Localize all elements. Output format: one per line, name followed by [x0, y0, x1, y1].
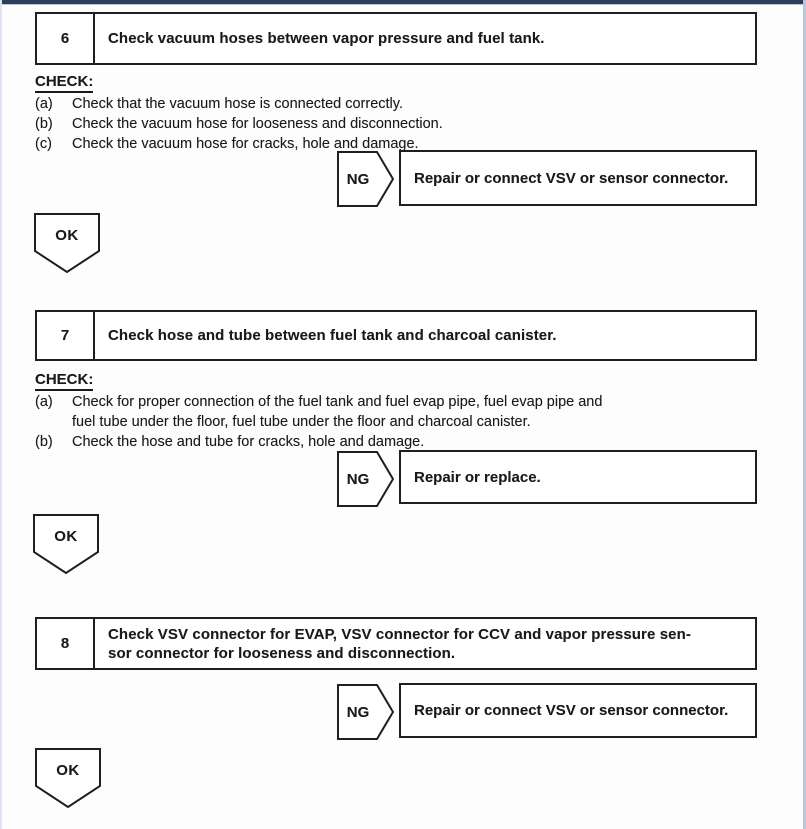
step-7-ng-action-box: Repair or replace. — [399, 450, 757, 504]
step-7-check-item-b: (b) Check the hose and tube for cracks, … — [35, 432, 735, 452]
step-7-check-item-a: (a) Check for proper connection of the f… — [35, 392, 735, 412]
step-7-check-heading: CHECK: — [35, 371, 94, 391]
step-8-title-line-1: Check VSV connector for EVAP, VSV connec… — [108, 625, 691, 643]
ng-pentagon-icon — [337, 684, 394, 740]
item-marker: (a) — [35, 96, 53, 112]
ng-label: NG — [346, 703, 370, 721]
ok-label: OK — [54, 527, 78, 545]
item-marker: (b) — [35, 434, 53, 450]
item-text: Check that the vacuum hose is connected … — [72, 96, 403, 112]
step-8-title: Check VSV connector for EVAP, VSV connec… — [95, 619, 755, 668]
ok-pentagon-icon — [34, 213, 100, 273]
left-edge-strip — [0, 0, 2, 829]
step-6-ng-arrow: NG — [337, 151, 394, 207]
step-8-ng-action-box: Repair or connect VSV or sensor connecto… — [399, 683, 757, 738]
step-7-ok-connector: OK — [33, 514, 99, 574]
item-marker: (a) — [35, 394, 53, 410]
step-6-title: Check vacuum hoses between vapor pressur… — [95, 14, 755, 63]
right-edge-strip — [803, 0, 806, 829]
step-6-check-item-b: (b) Check the vacuum hose for looseness … — [35, 114, 735, 134]
ok-label: OK — [55, 226, 79, 244]
ng-pentagon-icon — [337, 451, 394, 507]
step-8-ng-arrow: NG — [337, 684, 394, 740]
item-text: Check for proper connection of the fuel … — [72, 394, 603, 410]
step-7-header-box: 7 Check hose and tube between fuel tank … — [35, 310, 757, 361]
item-text: fuel tube under the floor, fuel tube und… — [72, 414, 531, 430]
ng-label: NG — [346, 470, 370, 488]
ng-label: NG — [346, 170, 370, 188]
step-7-check-item-a-cont: fuel tube under the floor, fuel tube und… — [35, 412, 735, 432]
step-6-title-line: Check vacuum hoses between vapor pressur… — [108, 30, 545, 47]
step-6-check-item-a: (a) Check that the vacuum hose is connec… — [35, 94, 735, 114]
step-7-ng-arrow: NG — [337, 451, 394, 507]
step-7-title-line: Check hose and tube between fuel tank an… — [108, 327, 557, 344]
item-marker-empty — [35, 412, 72, 432]
step-6-ng-action-box: Repair or connect VSV or sensor connecto… — [399, 150, 757, 206]
step-8-title-line-2: sor connector for looseness and disconne… — [108, 644, 456, 662]
step-8-header-box: 8 Check VSV connector for EVAP, VSV conn… — [35, 617, 757, 670]
item-text: Check the hose and tube for cracks, hole… — [72, 434, 425, 450]
ng-action-text: Repair or connect VSV or sensor connecto… — [414, 169, 729, 187]
ng-pentagon-icon — [337, 151, 394, 207]
step-6-check-heading: CHECK: — [35, 73, 94, 93]
ng-action-text: Repair or connect VSV or sensor connecto… — [414, 702, 729, 719]
step-6-ok-connector: OK — [34, 213, 100, 273]
item-marker: (b) — [35, 116, 53, 132]
step-6-check-item-c: (c) Check the vacuum hose for cracks, ho… — [35, 134, 735, 154]
ng-action-text: Repair or replace. — [414, 468, 541, 486]
step-7-number: 7 — [37, 312, 95, 359]
item-text: Check the vacuum hose for looseness and … — [72, 116, 443, 132]
step-6-number: 6 — [37, 14, 95, 63]
ok-pentagon-icon — [35, 748, 101, 808]
step-8-number: 8 — [37, 619, 95, 668]
ok-pentagon-icon — [33, 514, 99, 574]
step-7-title: Check hose and tube between fuel tank an… — [95, 312, 755, 359]
step-6-header-box: 6 Check vacuum hoses between vapor press… — [35, 12, 757, 65]
item-text: Check the vacuum hose for cracks, hole a… — [72, 136, 419, 152]
top-border-bar — [0, 0, 806, 4]
item-marker: (c) — [35, 136, 52, 152]
step-8-ok-connector: OK — [35, 748, 101, 808]
ok-label: OK — [56, 761, 80, 779]
